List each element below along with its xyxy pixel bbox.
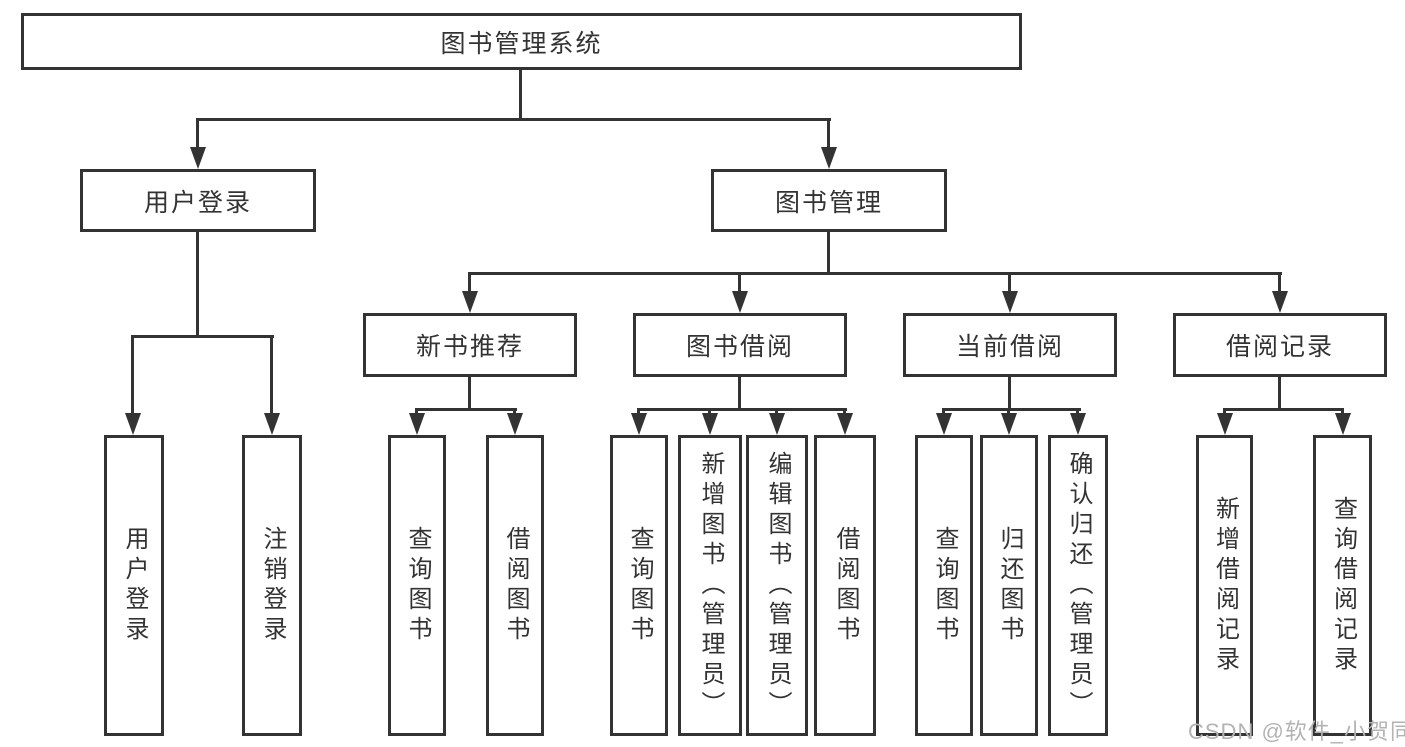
leaf-label: 新增图书（管理员） <box>697 450 724 721</box>
leaf-current-return-books: 归还图书 <box>980 435 1038 736</box>
node-book-borrow: 图书借阅 <box>633 313 847 377</box>
node-label: 用户登录 <box>143 188 252 217</box>
connector-arrow-shaft <box>738 272 741 294</box>
node-new-book-recommend: 新书推荐 <box>363 313 577 377</box>
connector-borrow-stem <box>738 377 741 411</box>
connector-borrow-branch <box>637 408 847 411</box>
leaf-label: 查询图书 <box>931 525 958 646</box>
arrow-down-icon <box>1217 413 1233 435</box>
leaf-current-query-books: 查询图书 <box>915 435 973 736</box>
arrow-down-icon <box>462 291 478 313</box>
connector-book-mgmt-branch <box>469 272 1282 275</box>
arrow-down-icon <box>821 147 837 169</box>
node-label: 当前借阅 <box>955 333 1064 361</box>
arrow-down-icon <box>190 147 206 169</box>
connector-current-branch <box>942 408 1081 411</box>
arrow-down-icon <box>732 291 748 313</box>
leaf-borrow-borrow-books: 借阅图书 <box>814 435 876 736</box>
leaf-user-login: 用户登录 <box>104 435 164 736</box>
arrow-down-icon <box>1272 291 1288 313</box>
node-label: 图书借阅 <box>685 333 794 361</box>
leaf-records-query-borrow-record: 查询借阅记录 <box>1313 435 1372 736</box>
connector-arrow-shaft <box>827 118 830 150</box>
leaf-label: 借阅图书 <box>502 525 529 646</box>
arrow-down-icon <box>702 413 718 435</box>
arrow-down-icon <box>264 413 280 435</box>
arrow-down-icon <box>936 413 952 435</box>
arrow-down-icon <box>769 413 785 435</box>
arrow-down-icon <box>507 413 523 435</box>
node-user-login: 用户登录 <box>80 169 316 232</box>
connector-records-stem <box>1278 377 1281 411</box>
arrow-down-icon <box>837 413 853 435</box>
connector-user-login-branch <box>132 335 274 338</box>
leaf-logout: 注销登录 <box>242 435 302 736</box>
connector-user-login-stem <box>196 232 199 337</box>
leaf-label: 归还图书 <box>996 525 1023 646</box>
connector-arrow-shaft <box>270 335 273 415</box>
connector-arrow-shaft <box>131 335 134 415</box>
leaf-recommend-query-books: 查询图书 <box>388 435 446 736</box>
node-label: 借阅记录 <box>1225 333 1334 361</box>
connector-recommend-branch <box>415 408 517 411</box>
connector-root-stem <box>519 70 522 118</box>
connector-arrow-shaft <box>196 118 199 150</box>
connector-book-mgmt-stem <box>827 232 830 274</box>
leaf-label: 借阅图书 <box>832 525 859 646</box>
node-label: 图书管理 <box>774 188 883 217</box>
leaf-borrow-add-books-admin: 新增图书（管理员） <box>678 435 742 736</box>
arrow-down-icon <box>1335 413 1351 435</box>
node-current-borrow: 当前借阅 <box>903 313 1117 377</box>
node-library-management-system: 图书管理系统 <box>21 13 1022 70</box>
arrow-down-icon <box>1001 413 1017 435</box>
arrow-down-icon <box>1070 413 1086 435</box>
leaf-current-confirm-return-admin: 确认归还（管理员） <box>1048 435 1108 736</box>
leaf-label: 新增借阅记录 <box>1211 495 1239 676</box>
arrow-down-icon <box>125 413 141 435</box>
connector-records-branch <box>1223 408 1344 411</box>
connector-arrow-shaft <box>468 272 471 294</box>
connector-arrow-shaft <box>1008 272 1011 294</box>
leaf-label: 编辑图书（管理员） <box>764 450 791 721</box>
node-label: 新书推荐 <box>415 333 524 361</box>
leaf-borrow-edit-books-admin: 编辑图书（管理员） <box>746 435 808 736</box>
arrow-down-icon <box>409 413 425 435</box>
leaf-label: 注销登录 <box>259 525 286 646</box>
arrow-down-icon <box>1002 291 1018 313</box>
node-borrow-records: 借阅记录 <box>1173 313 1387 377</box>
leaf-records-add-borrow-record: 新增借阅记录 <box>1196 435 1253 736</box>
connector-recommend-stem <box>468 377 471 411</box>
leaf-label: 确认归还（管理员） <box>1065 450 1092 721</box>
connector-current-stem <box>1008 377 1011 411</box>
leaf-label: 查询借阅记录 <box>1329 495 1357 676</box>
arrow-down-icon <box>631 413 647 435</box>
connector-arrow-shaft <box>1278 272 1281 294</box>
leaf-label: 查询图书 <box>626 525 653 646</box>
node-label: 图书管理系统 <box>440 29 603 58</box>
leaf-label: 查询图书 <box>404 525 431 646</box>
leaf-recommend-borrow-books: 借阅图书 <box>486 435 544 736</box>
leaf-label: 用户登录 <box>121 525 148 646</box>
node-book-management: 图书管理 <box>711 169 947 232</box>
connector-root-branch <box>197 118 831 121</box>
leaf-borrow-query-books: 查询图书 <box>610 435 668 736</box>
csdn-watermark: CSDN @软件_小贺同学 <box>1188 719 1405 744</box>
